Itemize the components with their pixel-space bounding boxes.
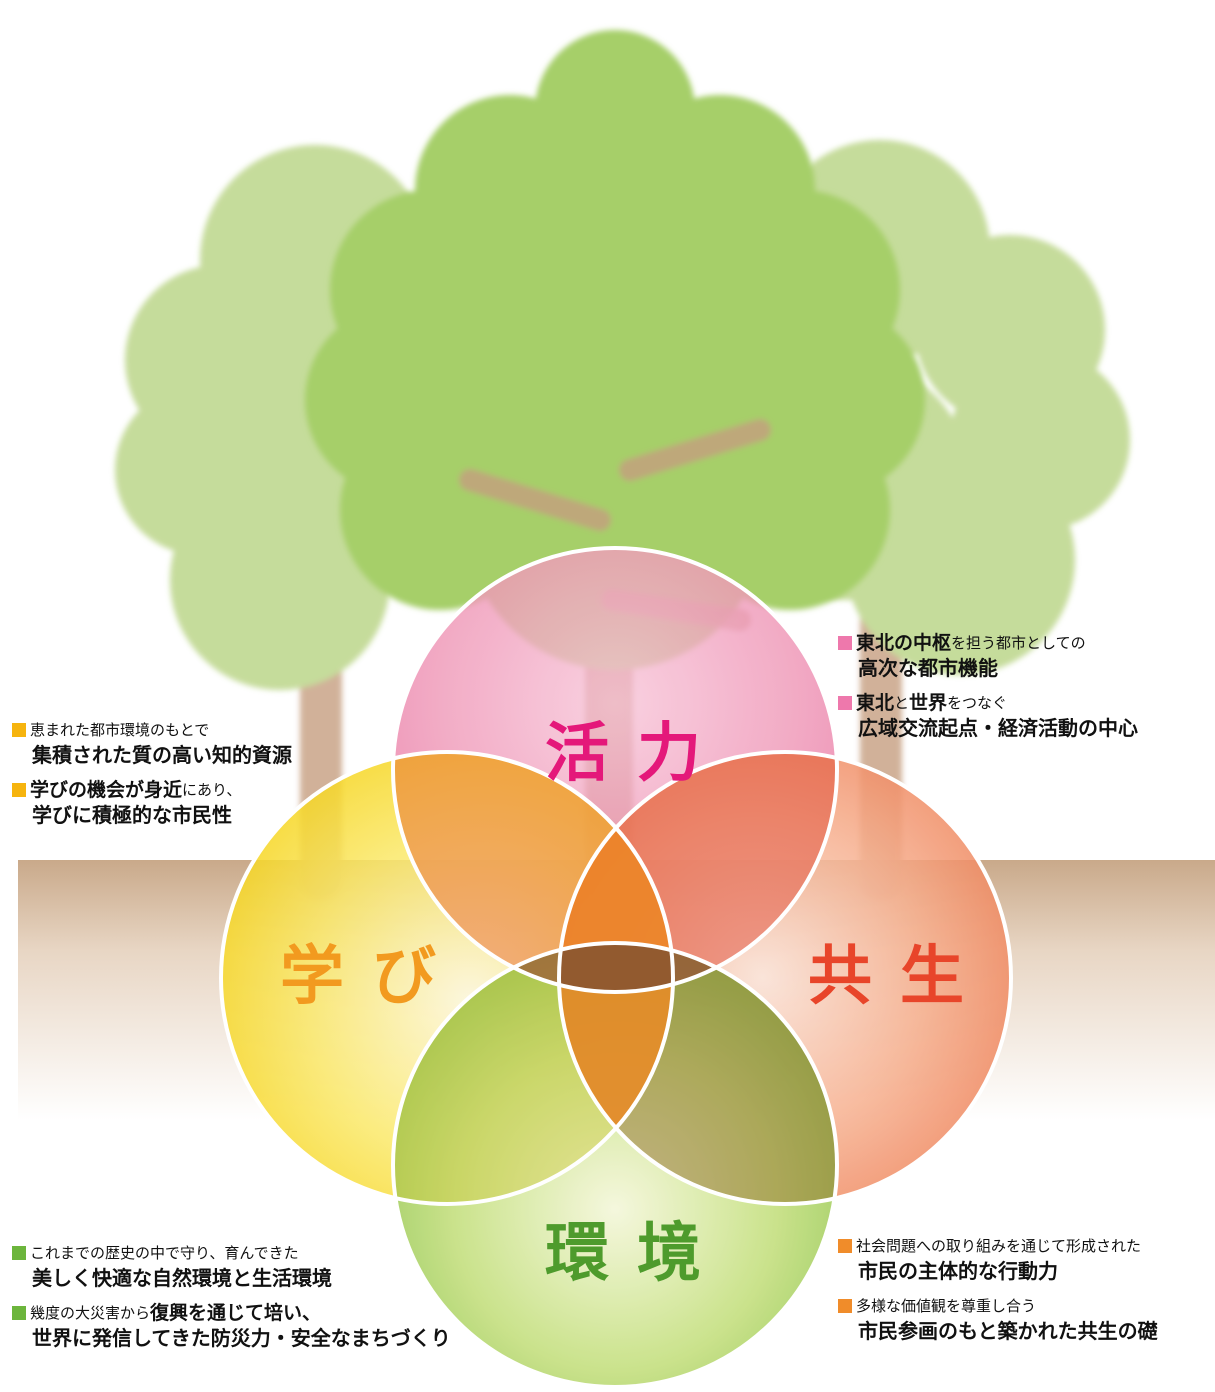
- note-item: 東北と世界をつなぐ 広域交流起点・経済活動の中心: [838, 692, 1138, 742]
- marker-square: [838, 696, 852, 710]
- marker-square: [12, 783, 26, 797]
- notes-coexistence: 社会問題への取り組みを通じて形成された 市民の主体的な行動力 多様な価値観を尊重…: [838, 1235, 1158, 1355]
- notes-vitality: 東北の中枢を担う都市としての 高次な都市機能 東北と世界をつなぐ 広域交流起点・…: [838, 632, 1138, 752]
- marker-square: [12, 723, 26, 737]
- note-item: これまでの歴史の中で守り、育んできた 美しく快適な自然環境と生活環境: [12, 1242, 451, 1292]
- marker-square: [838, 1299, 852, 1313]
- notes-learning: 恵まれた都市環境のもとで 集積された質の高い知的資源 学びの機会が身近にあり、 …: [12, 719, 292, 839]
- note-item: 東北の中枢を担う都市としての 高次な都市機能: [838, 632, 1138, 682]
- note-item: 多様な価値観を尊重し合う 市民参画のもと築かれた共生の礎: [838, 1295, 1158, 1345]
- label-coexistence: 共生: [808, 940, 992, 1014]
- circle-outlines: [219, 546, 1013, 1389]
- circle-environment: [393, 943, 837, 1387]
- note-item: 学びの機会が身近にあり、 学びに積極的な市民性: [12, 779, 292, 829]
- label-vitality: 活力: [545, 717, 729, 791]
- marker-square: [838, 636, 852, 650]
- label-environment: 環境: [545, 1217, 729, 1291]
- marker-square: [838, 1239, 852, 1253]
- label-learning: 学び: [280, 940, 464, 1014]
- marker-square: [12, 1246, 26, 1260]
- notes-environment: これまでの歴史の中で守り、育んできた 美しく快適な自然環境と生活環境 幾度の大災…: [12, 1242, 451, 1362]
- marker-square: [12, 1306, 26, 1320]
- note-item: 社会問題への取り組みを通じて形成された 市民の主体的な行動力: [838, 1235, 1158, 1285]
- note-item: 恵まれた都市環境のもとで 集積された質の高い知的資源: [12, 719, 292, 769]
- note-item: 幾度の大災害から復興を通じて培い、 世界に発信してきた防災力・安全なまちづくり: [12, 1302, 451, 1352]
